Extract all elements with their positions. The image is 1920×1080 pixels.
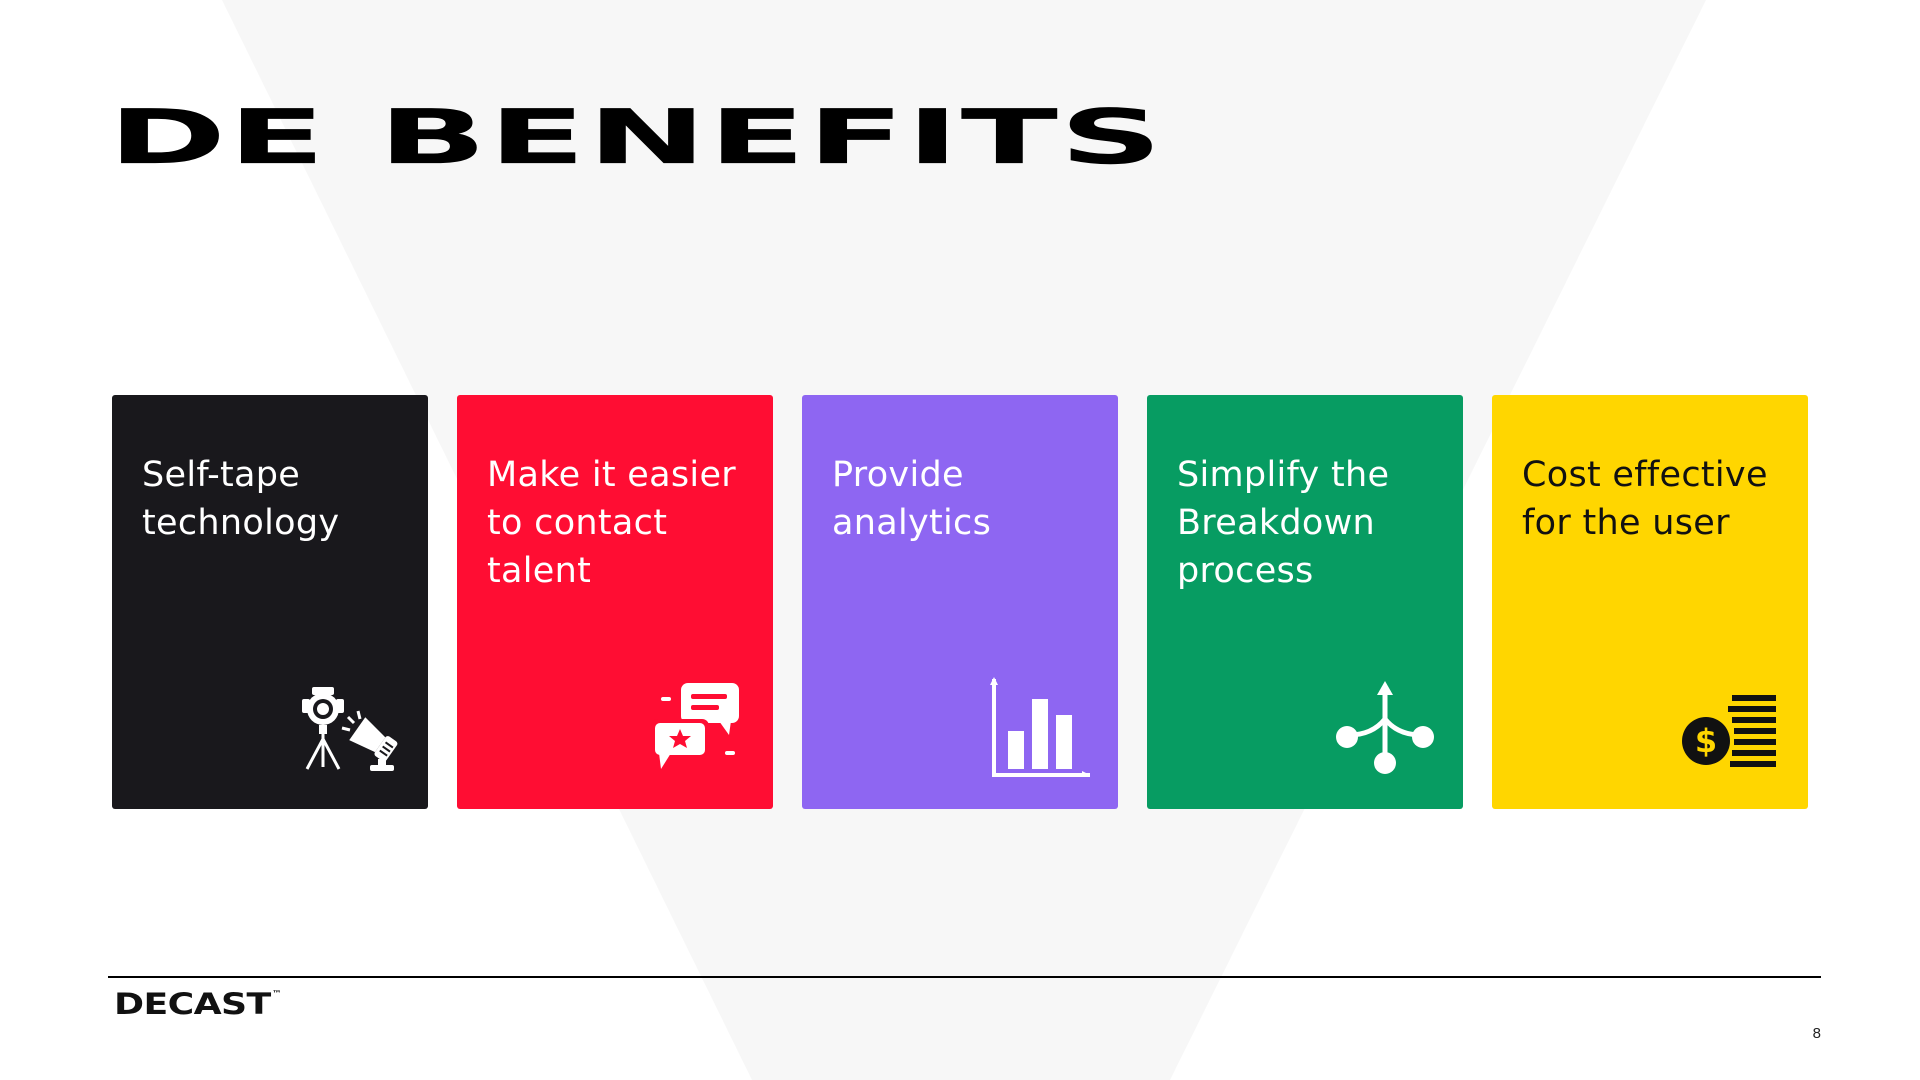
benefit-card-label: talent <box>487 551 592 591</box>
svg-text:$: $ <box>1695 722 1717 760</box>
benefit-card-label: Self-tape <box>142 455 301 495</box>
benefit-card-label: Provide <box>832 455 964 495</box>
page-title: DE BENEFITS <box>108 93 1164 182</box>
process-flow-icon <box>1335 677 1435 777</box>
page-number: 8 <box>1812 1025 1821 1042</box>
benefit-card-label: technology <box>142 503 340 543</box>
benefit-card-label: to contact <box>487 503 668 543</box>
benefit-card-label: Simplify the <box>1177 455 1390 495</box>
logo-wordmark: DECAST <box>114 987 271 1021</box>
benefit-card-label: for the user <box>1522 503 1730 543</box>
benefit-card-cost: Cost effective for the user $ <box>1492 395 1808 809</box>
decast-logo: DECAST™ <box>114 987 282 1021</box>
benefit-card-label: Breakdown <box>1177 503 1376 543</box>
benefit-card-label: analytics <box>832 503 992 543</box>
benefit-card-contact-talent: Make it easier to contact talent <box>457 395 773 809</box>
benefit-card-self-tape: Self-tape technology <box>112 395 428 809</box>
footer-divider <box>108 976 1821 978</box>
benefit-card-label: process <box>1177 551 1314 591</box>
dollar-coins-icon: $ <box>1680 677 1780 777</box>
benefit-card-label: Cost effective <box>1522 455 1768 495</box>
benefit-card-breakdown: Simplify the Breakdown process <box>1147 395 1463 809</box>
benefit-card-label: Make it easier <box>487 455 736 495</box>
chat-bubbles-icon <box>645 677 745 777</box>
bar-chart-icon <box>990 677 1090 777</box>
logo-trademark: ™ <box>271 989 282 998</box>
benefit-card-analytics: Provide analytics <box>802 395 1118 809</box>
camera-and-spotlight-icon <box>300 677 400 777</box>
